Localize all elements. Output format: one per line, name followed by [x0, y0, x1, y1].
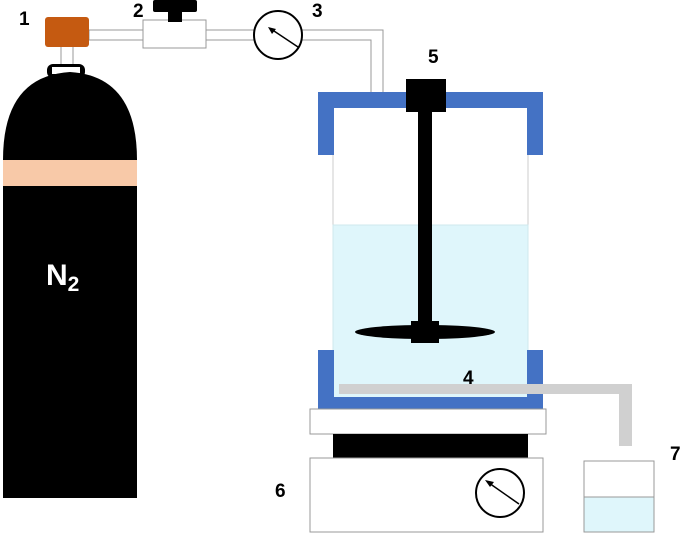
base-plate: [309, 408, 547, 435]
line-gauge-arrowhead: [268, 27, 276, 34]
base-gauge-arrowhead: [485, 480, 494, 487]
base-gauge-needle: [488, 482, 520, 505]
label-2: 2: [133, 1, 144, 22]
gas-line-pipe-1: [88, 29, 146, 41]
stirrer-hub: [411, 321, 439, 343]
label-4: 4: [463, 368, 474, 389]
reactor: [318, 79, 632, 446]
heating-stirrer-base: [309, 408, 547, 533]
label-5: 5: [428, 47, 439, 68]
base-gauge-dial: [475, 468, 525, 518]
reactor-bottom-clamp: [318, 350, 543, 413]
gas-symbol: N: [46, 259, 68, 292]
nitrogen-cylinder: N2: [3, 44, 137, 498]
mechanical-stirrer: [355, 79, 495, 343]
stirrer-shaft: [418, 112, 432, 322]
label-3: 3: [312, 1, 323, 22]
collection-vessel-liquid: [583, 496, 655, 533]
line-gauge-dial: [253, 10, 303, 60]
outlet-tube: [339, 384, 632, 446]
stirrer-motor: [406, 79, 446, 112]
regulator-body: [45, 17, 89, 47]
collection-vessel: [583, 460, 655, 533]
valve-body: [142, 19, 207, 49]
valve-handle: [153, 0, 197, 12]
label-6: 6: [275, 481, 286, 502]
gas-line-pipe-2: [205, 29, 255, 41]
base-column: [333, 434, 528, 458]
cylinder-valve-cap-window: [52, 67, 80, 74]
valve-handle-stem: [168, 10, 182, 22]
cylinder-band: [3, 160, 137, 186]
line-gauge-needle: [270, 28, 299, 48]
reactor-top-clamp: [318, 92, 543, 155]
gas-label: N2: [46, 259, 79, 296]
gas-subscript: 2: [68, 273, 80, 296]
label-1: 1: [19, 9, 30, 30]
label-7: 7: [670, 444, 681, 465]
line-pressure-gauge: [253, 10, 303, 60]
needle-valve: [142, 0, 207, 49]
pressure-regulator: [45, 17, 89, 47]
cylinder-valve-stem: [60, 44, 74, 66]
